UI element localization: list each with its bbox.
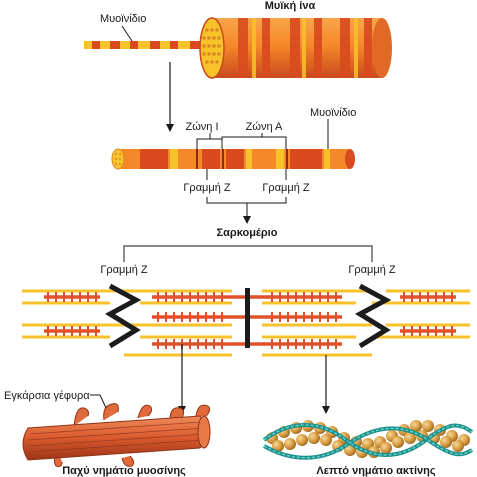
- muscle-fiber-label: Μυϊκή ίνα: [265, 0, 316, 12]
- myofibril-pointer-top: [121, 25, 133, 42]
- band-brackets: [196, 133, 287, 149]
- thick-filament-label: Παχύ νημάτιο μυοσίνης: [62, 465, 186, 477]
- myosin-end: [197, 415, 211, 449]
- actin-beads-row-2: [272, 430, 464, 458]
- myofibril-light-bands: [170, 149, 330, 169]
- myofibril-end-left: [111, 148, 125, 170]
- myofibril-label-mid: Μυοϊνίδιο: [310, 107, 356, 119]
- myofibril: [111, 148, 355, 170]
- myofibril-label-top: Μυοϊνίδιο: [100, 13, 146, 25]
- fiber-light-bands: [252, 18, 358, 78]
- fiber-end-right: [372, 18, 392, 78]
- a-band-bracket: [221, 136, 287, 149]
- myofibril-strand: [84, 41, 214, 49]
- thick-filament-illustration: [22, 403, 211, 467]
- myofibril-strand-bands: [92, 41, 200, 49]
- thin-filament-illustration: [262, 420, 474, 460]
- myosin-bundle: [22, 415, 207, 461]
- sarcomere-label: Σαρκομέριο: [217, 227, 278, 239]
- myosin-strands: [27, 421, 207, 453]
- m-line: [245, 288, 250, 348]
- z-line-sarc-left-label: Γραμμή Ζ: [100, 264, 148, 276]
- z-line-sarc-right-label: Γραμμή Ζ: [348, 264, 396, 276]
- z-line-left: [104, 283, 142, 349]
- myofibril-end-right: [345, 149, 355, 169]
- thick-filament-cross-bridges: [47, 292, 453, 349]
- muscle-fiber: [84, 17, 392, 79]
- arrow-head-1: [166, 124, 174, 132]
- fiber-bands: [238, 18, 372, 78]
- fiber-cross-section-dots: [202, 28, 221, 64]
- sarcomere-bracket: [123, 245, 373, 262]
- z-line-right-label: Γραμμή Ζ: [262, 182, 310, 194]
- myofibril-end-dots: [115, 153, 121, 165]
- a-band-label: Ζώνη Α: [246, 121, 283, 133]
- myofibril-z-marks: [196, 149, 288, 169]
- cross-bridge-label: Εγκάρσια γέφυρα: [4, 390, 90, 402]
- z-line-pointers: [206, 169, 287, 218]
- thin-filament-label: Λεπτό νημάτιο ακτίνης: [316, 465, 435, 477]
- i-band-bracket: [196, 138, 223, 149]
- z-line-left-label: Γραμμή Ζ: [183, 182, 231, 194]
- i-band-label: Ζώνη Ι: [185, 121, 218, 133]
- thin-filaments: [22, 289, 470, 357]
- myofibril-dark-bands: [140, 149, 322, 169]
- arrow-head-2: [243, 216, 251, 224]
- z-line-right: [354, 283, 392, 349]
- fiber-cross-section: [199, 17, 225, 79]
